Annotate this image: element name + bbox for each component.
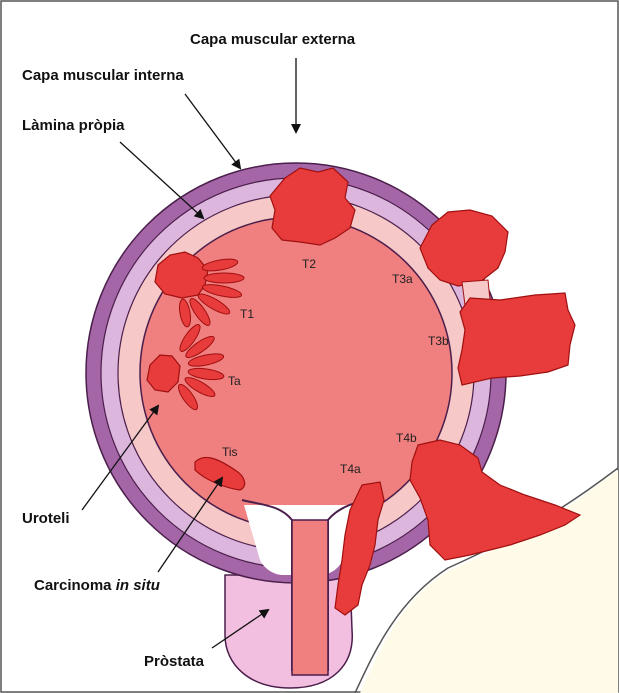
urethra-lumen <box>292 520 328 675</box>
label-inner-muscle: Capa muscular interna <box>22 67 184 84</box>
stage-label-t4b: T4b <box>396 431 417 445</box>
stage-label-t3b: T3b <box>428 334 449 348</box>
stage-label-t3a: T3a <box>392 272 413 286</box>
label-urothelium: Uroteli <box>22 510 70 527</box>
label-in-situ-text: in situ <box>116 577 160 594</box>
label-carcinoma-in-situ: Carcinoma in situ <box>34 577 160 594</box>
stage-label-t1: T1 <box>240 307 254 321</box>
stage-label-ta: Ta <box>228 374 241 388</box>
label-outer-muscle: Capa muscular externa <box>190 31 356 48</box>
label-carcinoma-text: Carcinoma <box>34 577 116 594</box>
stage-label-t2: T2 <box>302 257 316 271</box>
prostate <box>225 575 352 688</box>
label-lamina: Làmina pròpia <box>22 117 125 134</box>
label-prostate: Pròstata <box>144 653 205 670</box>
stage-label-t4a: T4a <box>340 462 361 476</box>
stage-label-tis: Tis <box>222 445 238 459</box>
